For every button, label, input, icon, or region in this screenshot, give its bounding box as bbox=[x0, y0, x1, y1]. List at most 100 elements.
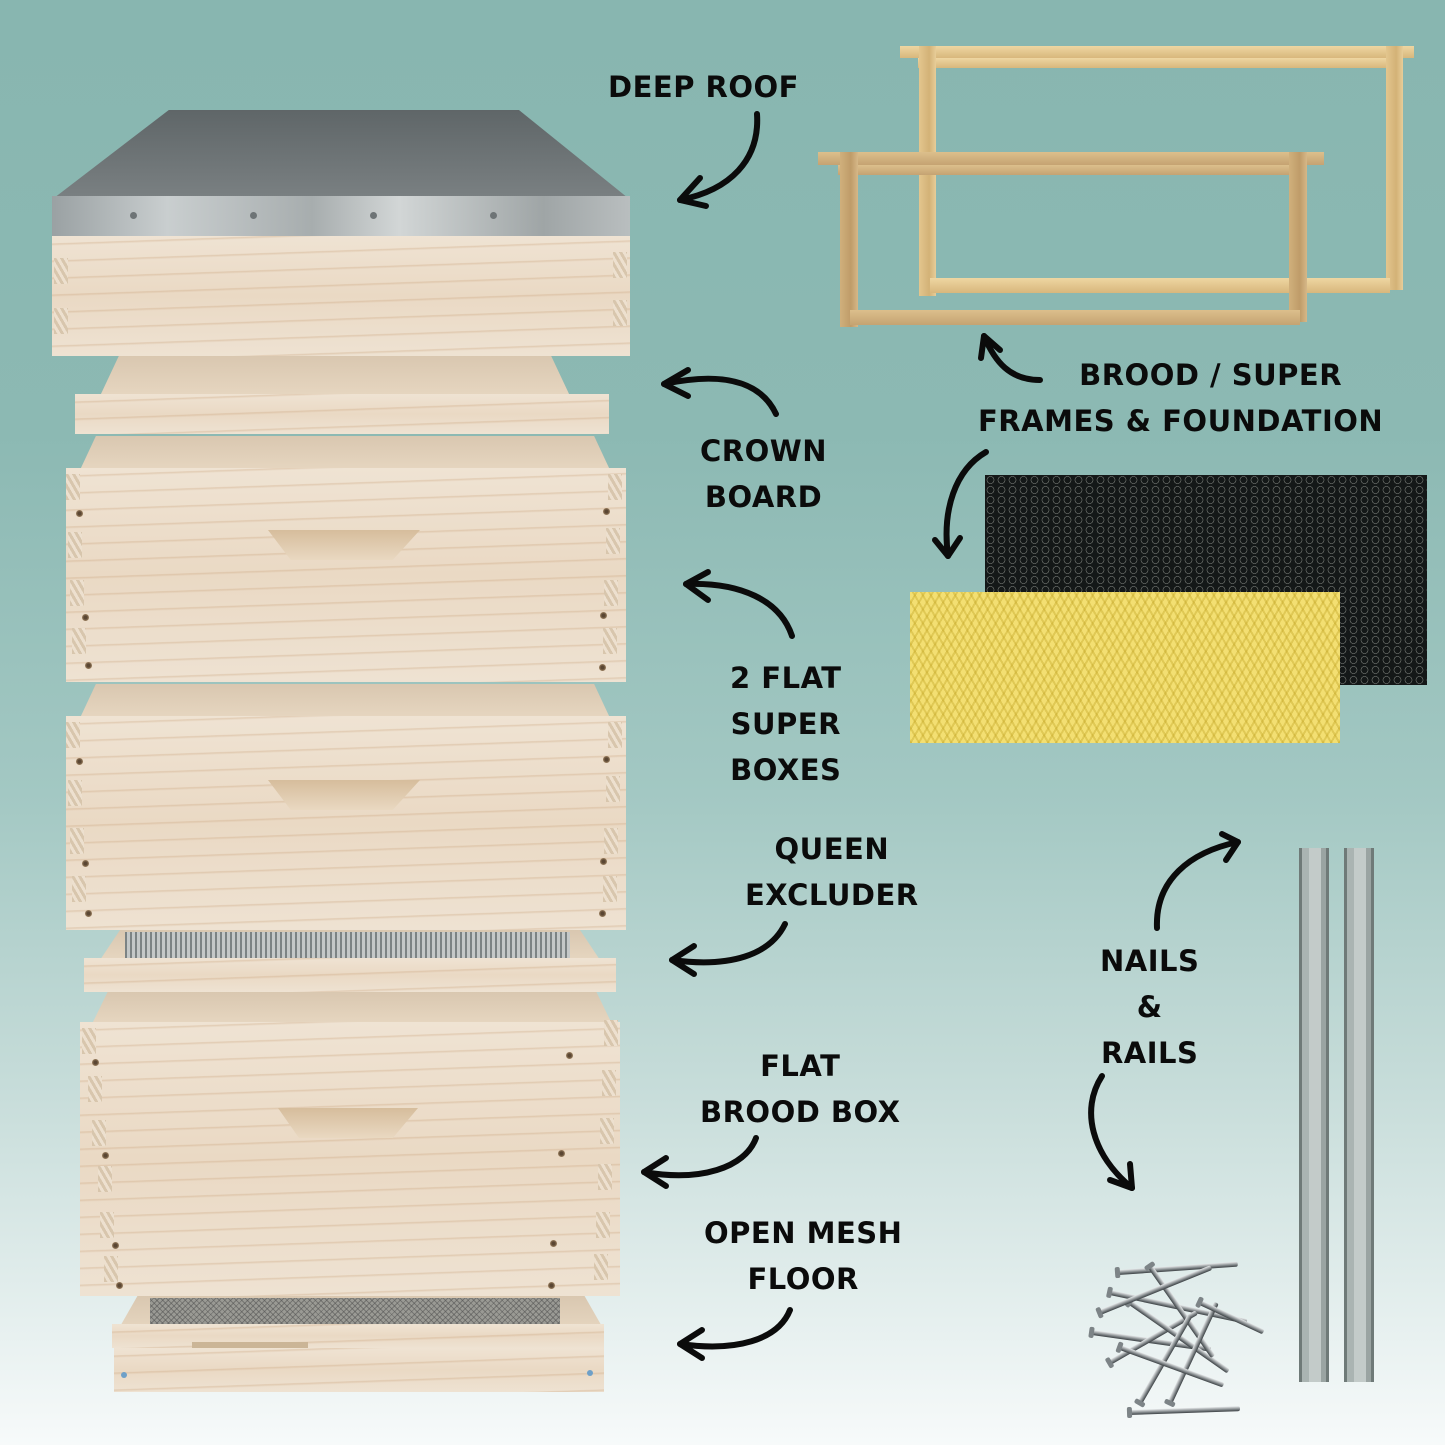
label-super-boxes: 2 FLAT SUPER BOXES bbox=[730, 655, 842, 793]
roof-metal-band bbox=[52, 196, 630, 236]
finger-joint bbox=[606, 776, 620, 802]
finger-joint bbox=[604, 1020, 618, 1046]
finger-joint bbox=[604, 828, 618, 854]
roof-metal-top bbox=[54, 110, 628, 198]
rivet bbox=[250, 212, 257, 219]
rivet bbox=[370, 212, 377, 219]
frame-top-bar bbox=[900, 46, 1414, 58]
label-line: RAILS bbox=[1100, 1036, 1199, 1070]
metal-rail bbox=[1299, 848, 1329, 1382]
frame-side-bar bbox=[1289, 152, 1307, 322]
super-box-interior bbox=[80, 436, 610, 470]
label-crown-board: CROWN BOARD bbox=[700, 428, 827, 520]
screw bbox=[603, 756, 610, 763]
screw bbox=[82, 614, 89, 621]
label-line: & bbox=[1136, 990, 1163, 1024]
finger-joint bbox=[54, 258, 68, 284]
finger-joint bbox=[82, 1028, 96, 1054]
finger-joint bbox=[66, 474, 80, 500]
label-queen-excluder: QUEEN EXCLUDER bbox=[745, 826, 919, 918]
finger-joint bbox=[603, 628, 617, 654]
label-mesh-floor: OPEN MESH FLOOR bbox=[704, 1210, 902, 1302]
finger-joint bbox=[72, 628, 86, 654]
screw bbox=[76, 758, 83, 765]
arrow-icon bbox=[683, 569, 795, 639]
screw bbox=[558, 1150, 565, 1157]
super-box-interior bbox=[80, 684, 610, 718]
finger-joint bbox=[613, 300, 627, 326]
label-line: QUEEN bbox=[774, 832, 890, 866]
finger-joint bbox=[100, 1212, 114, 1238]
arrow-icon bbox=[677, 111, 761, 209]
finger-joint bbox=[68, 532, 82, 558]
finger-joint bbox=[600, 1118, 614, 1144]
screw bbox=[599, 664, 606, 671]
finger-joint bbox=[88, 1076, 102, 1102]
label-line: FLOOR bbox=[747, 1262, 859, 1296]
metal-rail bbox=[1344, 848, 1374, 1382]
screw bbox=[600, 612, 607, 619]
finger-joint bbox=[104, 1256, 118, 1282]
finger-joint bbox=[598, 1164, 612, 1190]
finger-joint bbox=[72, 876, 86, 902]
floor-entrance-slot bbox=[192, 1342, 308, 1350]
label-deep-roof: DEEP ROOF bbox=[608, 64, 799, 110]
rivet bbox=[130, 212, 137, 219]
crown-board-rim bbox=[75, 394, 609, 434]
screw bbox=[566, 1052, 573, 1059]
label-line: BOARD bbox=[704, 480, 823, 514]
finger-joint bbox=[606, 528, 620, 554]
label-line: SUPER bbox=[730, 707, 841, 741]
super-box-front bbox=[66, 468, 626, 682]
finger-joint bbox=[66, 722, 80, 748]
arrow-icon bbox=[1153, 831, 1241, 931]
frame-top-bar-lower bbox=[918, 58, 1388, 68]
frame-side-bar bbox=[840, 152, 858, 327]
arrow-icon bbox=[978, 333, 1043, 383]
finger-joint bbox=[603, 876, 617, 902]
screw bbox=[121, 1372, 127, 1378]
arrow-icon bbox=[677, 1307, 793, 1361]
frame-bottom-bar bbox=[850, 310, 1300, 325]
screw bbox=[92, 1059, 99, 1066]
finger-joint bbox=[98, 1166, 112, 1192]
label-line: BOXES bbox=[730, 753, 842, 787]
floor-base bbox=[114, 1348, 604, 1392]
brood-box-front bbox=[80, 1022, 620, 1296]
label-line: EXCLUDER bbox=[745, 878, 919, 912]
screw bbox=[85, 910, 92, 917]
arrow-icon bbox=[661, 367, 779, 417]
excluder-frame-front bbox=[84, 958, 616, 992]
arrow-icon bbox=[1088, 1073, 1135, 1191]
screw bbox=[550, 1240, 557, 1247]
label-brood-box: FLAT BROOD BOX bbox=[700, 1043, 901, 1135]
finger-joint bbox=[54, 308, 68, 334]
finger-joint bbox=[70, 828, 84, 854]
finger-joint bbox=[608, 474, 622, 500]
label-line: 2 FLAT bbox=[730, 661, 842, 695]
foundation-sheet-wax bbox=[910, 592, 1340, 743]
excluder-wire-grid bbox=[125, 932, 570, 958]
label-line: CROWN bbox=[700, 434, 828, 468]
arrow-icon bbox=[641, 1135, 759, 1189]
label-line: OPEN MESH bbox=[704, 1216, 903, 1250]
rivet bbox=[490, 212, 497, 219]
hand-hold bbox=[278, 1108, 418, 1138]
frame-top-bar bbox=[818, 152, 1324, 165]
label-line: BROOD BOX bbox=[700, 1095, 901, 1129]
label-line: NAILS bbox=[1100, 944, 1200, 978]
finger-joint bbox=[594, 1254, 608, 1280]
frame-side-bar bbox=[1386, 46, 1403, 290]
label-nails-rails: NAILS & RAILS bbox=[1100, 938, 1199, 1076]
screw bbox=[85, 662, 92, 669]
super-box-front bbox=[66, 716, 626, 930]
finger-joint bbox=[92, 1120, 106, 1146]
screw bbox=[116, 1282, 123, 1289]
label-line: FRAMES & FOUNDATION bbox=[978, 404, 1384, 438]
finger-joint bbox=[68, 780, 82, 806]
screw bbox=[587, 1370, 593, 1376]
finger-joint bbox=[608, 722, 622, 748]
finger-joint bbox=[602, 1070, 616, 1096]
brood-box-interior bbox=[92, 992, 612, 1024]
